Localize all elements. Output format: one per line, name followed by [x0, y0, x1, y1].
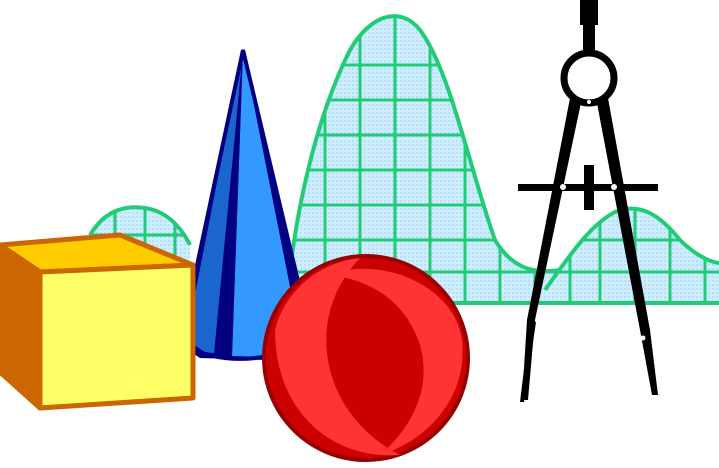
cone [177, 49, 315, 361]
compass [518, 0, 658, 402]
cube [0, 232, 196, 411]
sphere [262, 254, 470, 462]
